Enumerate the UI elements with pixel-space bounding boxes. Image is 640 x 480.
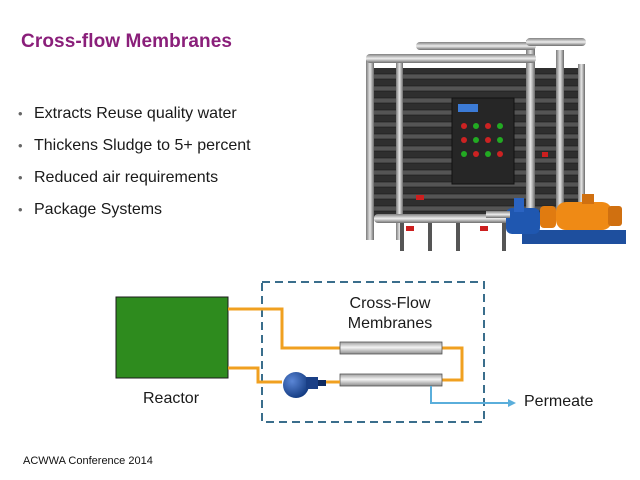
reactor-tank [115, 296, 229, 379]
bullet-list: • Extracts Reuse quality water • Thickens … [18, 104, 251, 232]
membranes-label: Cross-Flow Membranes [320, 294, 460, 334]
bullet-dot-icon: • [18, 202, 23, 217]
bullet-item: • Thickens Sludge to 5+ percent [18, 136, 251, 168]
slide-title: Cross-flow Membranes [21, 31, 233, 52]
reactor-label: Reactor [143, 390, 200, 407]
permeate-label: Permeate [524, 393, 594, 410]
bullet-text: Thickens Sludge to 5+ percent [34, 137, 251, 154]
bullet-dot-icon: • [18, 138, 23, 153]
bullet-item: • Package Systems [18, 200, 251, 232]
bullet-dot-icon: • [18, 106, 23, 121]
bullet-text: Reduced air requirements [34, 169, 219, 186]
membrane-tube-lower [339, 373, 443, 387]
permeate-line [430, 386, 508, 404]
membrane-enclosure [261, 281, 485, 423]
permeate-arrow-icon [508, 399, 516, 407]
membrane-system-photo [366, 38, 626, 251]
footer-text: ACWWA Conference 2014 [23, 455, 153, 467]
recirculation-loop [442, 346, 464, 382]
bullet-text: Package Systems [34, 201, 163, 218]
bullet-text: Extracts Reuse quality water [34, 105, 237, 122]
bullet-item: • Extracts Reuse quality water [18, 104, 251, 136]
membrane-tube-upper [339, 341, 443, 355]
feed-line-upper [228, 307, 340, 350]
bullet-item: • Reduced air requirements [18, 168, 251, 200]
feed-line-lower [228, 366, 282, 384]
membranes-label-line2: Membranes [347, 315, 433, 332]
bullet-dot-icon: • [18, 170, 23, 185]
pump-icon [283, 372, 326, 398]
membranes-label-line1: Cross-Flow [349, 295, 431, 312]
